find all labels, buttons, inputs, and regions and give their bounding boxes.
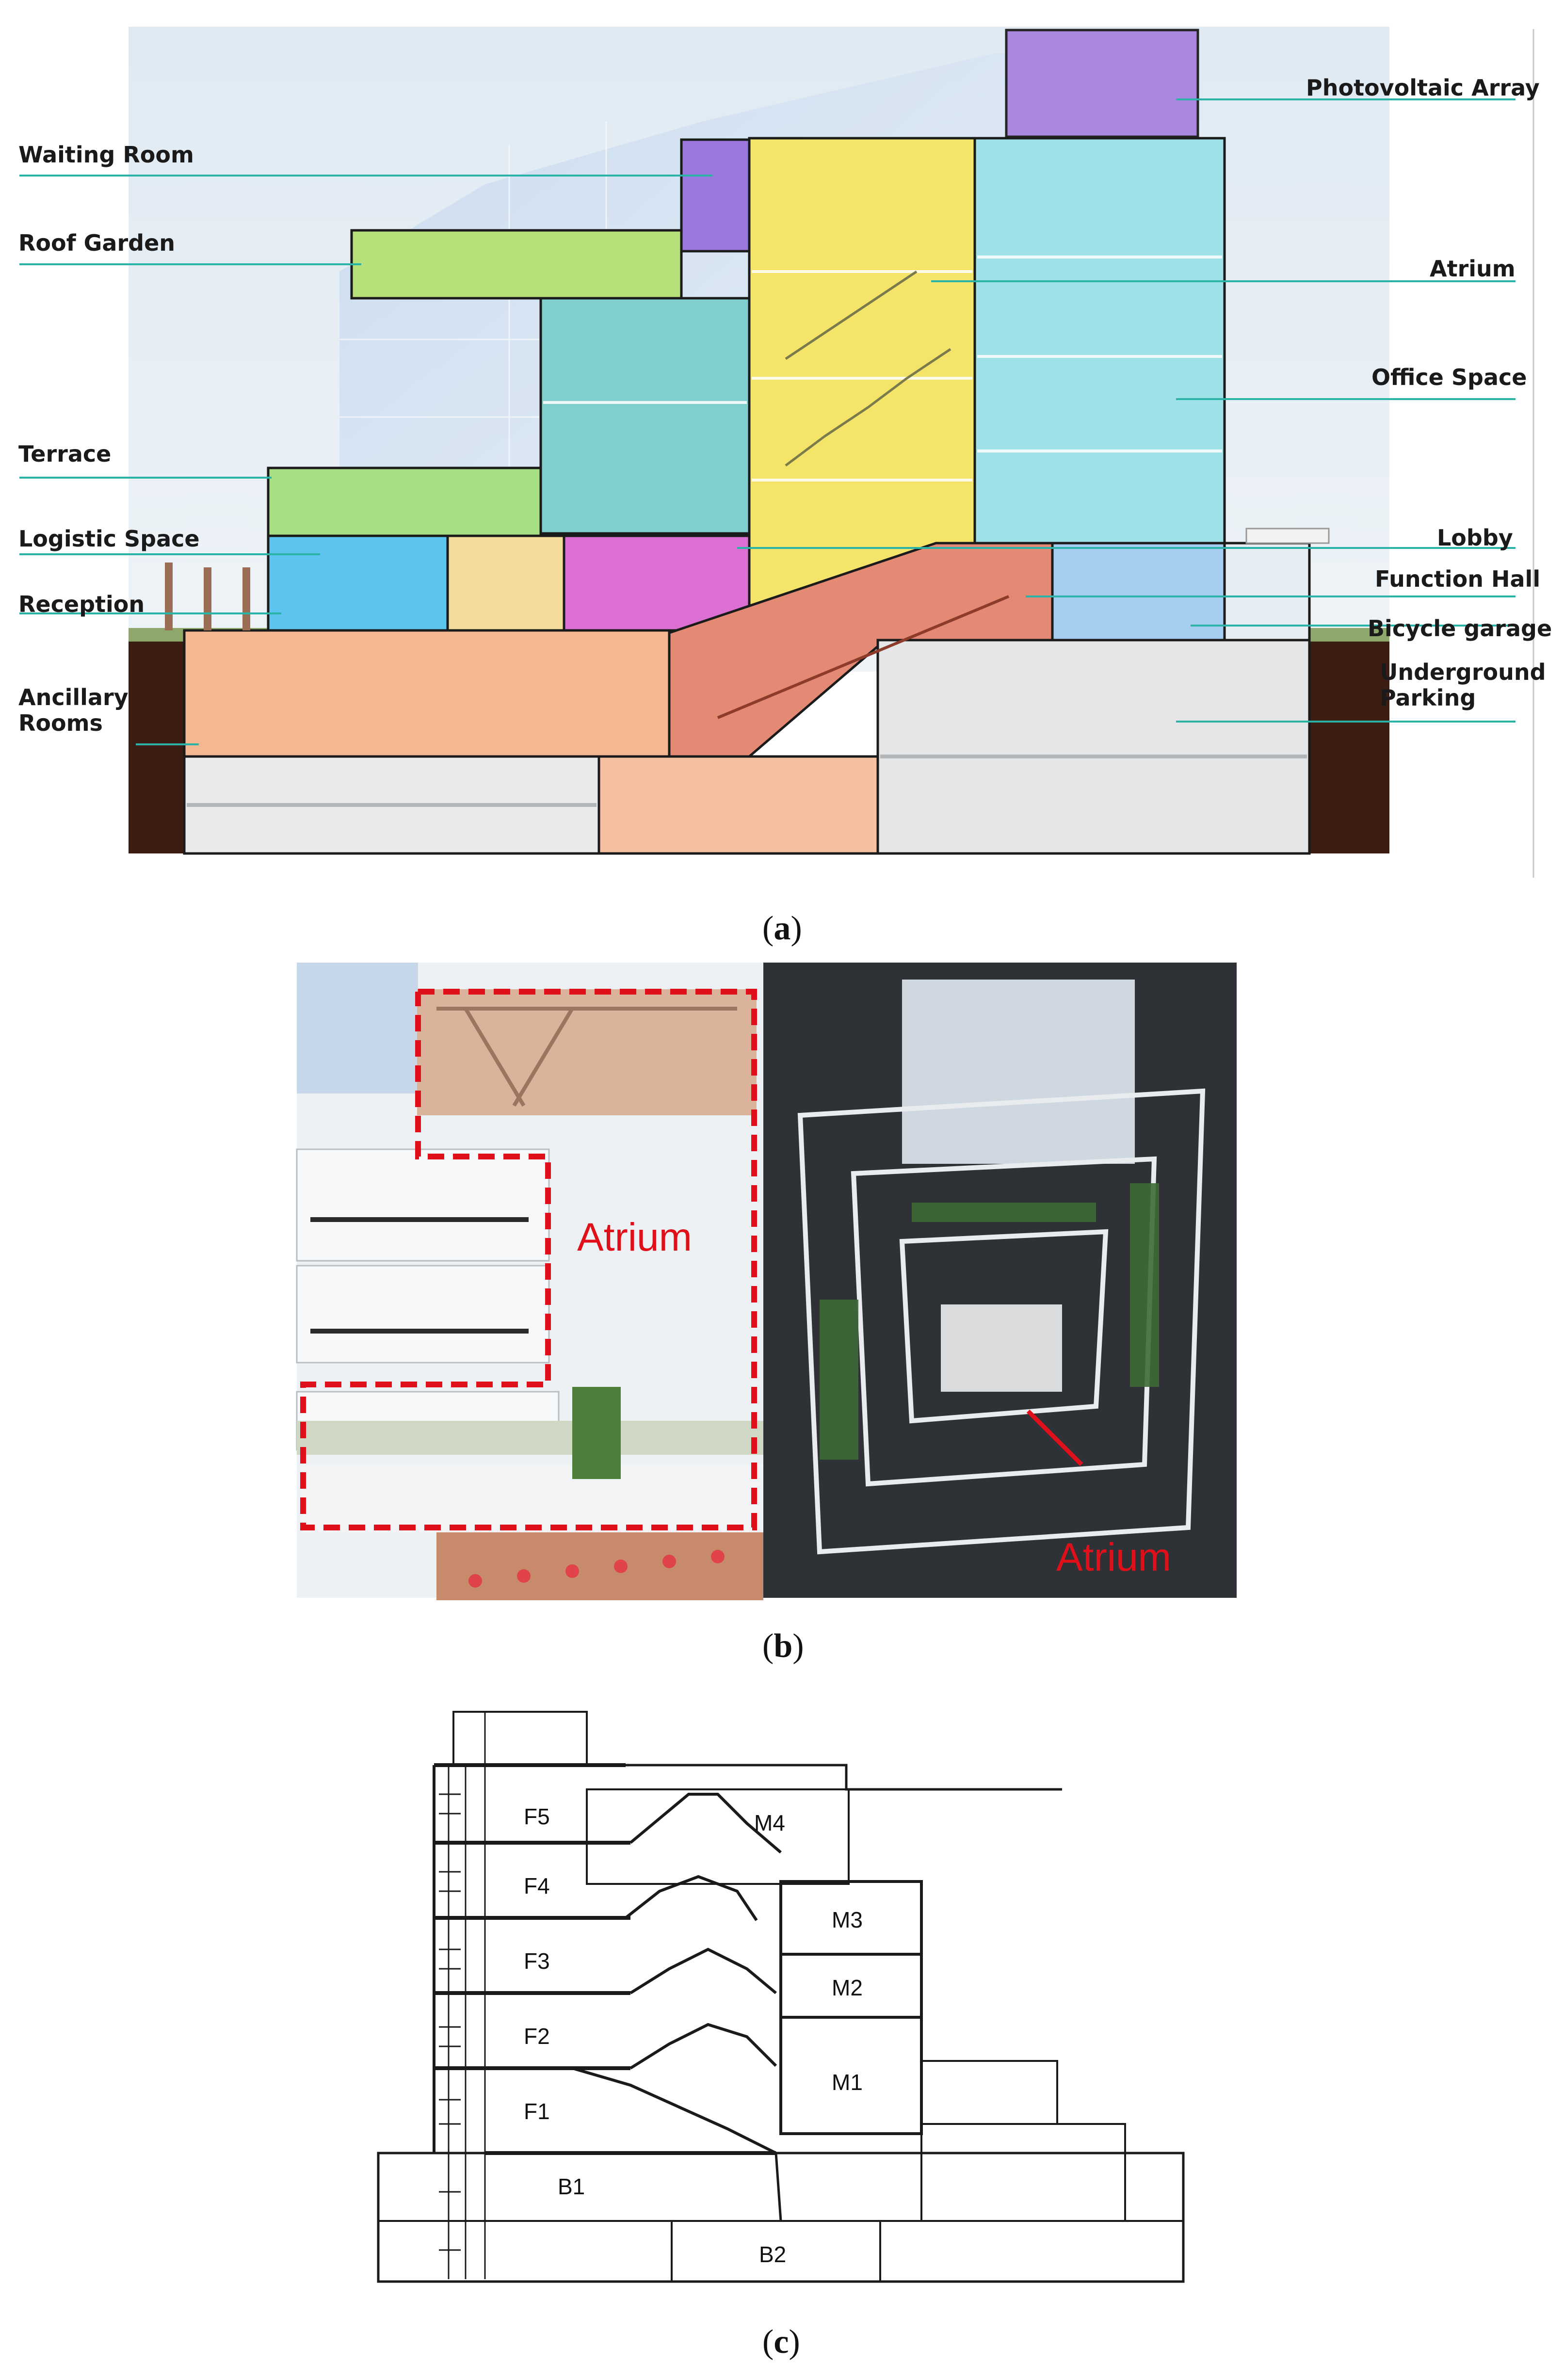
zones: [183, 29, 1311, 855]
floor-label-f4: F4: [524, 1873, 550, 1898]
zone-underground-parking: [876, 639, 1311, 855]
zone-waiting-room: [680, 138, 751, 253]
atrium-outline-left: [300, 989, 757, 1530]
zone-bicycle-garage: [1051, 542, 1226, 642]
zone-reception: [446, 534, 565, 632]
earth-right: [1309, 640, 1389, 853]
panel-a-section-diagram: [19, 27, 1534, 878]
label-bicycle-garage: Bicycle garage: [1368, 615, 1552, 642]
atrium-label-right: Atrium: [1056, 1535, 1171, 1579]
panel-b-atrium-views: [296, 963, 1237, 1600]
label-photovoltaic-array: Photovoltaic Array: [1306, 75, 1540, 101]
panel-c-section-drawing: F5 F4 F3 F2 F1 B1 B2 M4 M3 M2 M1: [377, 1711, 1185, 2283]
leader-lines: [19, 98, 1516, 745]
zone-photovoltaic-array: [1005, 29, 1199, 138]
zone-office-left: [539, 297, 751, 535]
floor-label-m1: M1: [832, 2070, 863, 2095]
label-function-hall: Function Hall: [1375, 566, 1541, 592]
atrium-label-left: Atrium: [577, 1215, 692, 1259]
zone-terrace: [267, 466, 542, 537]
floor-label-m3: M3: [832, 1907, 863, 1932]
zone-logistic-space: [267, 534, 449, 632]
label-atrium: Atrium: [1430, 256, 1516, 282]
label-ancillary-rooms: Ancillary Rooms: [18, 684, 129, 736]
floor-label-f1: F1: [524, 2099, 550, 2124]
floor-label-f5: F5: [524, 1804, 550, 1829]
caption-c: (c): [762, 2323, 800, 2361]
label-lobby: Lobby: [1437, 525, 1513, 551]
label-terrace: Terrace: [18, 441, 112, 467]
label-waiting-room: Waiting Room: [18, 142, 194, 168]
zone-office-right: [973, 137, 1226, 547]
zone-ancillary-rooms: [183, 629, 671, 758]
label-roof-garden: Roof Garden: [18, 230, 176, 256]
earth-left: [129, 640, 184, 853]
label-underground-parking: Underground Parking: [1380, 659, 1546, 711]
floor-label-m4: M4: [754, 1810, 785, 1835]
label-reception: Reception: [18, 591, 145, 617]
label-logistic-space: Logistic Space: [18, 526, 200, 552]
floor-label-m2: M2: [832, 1975, 863, 2000]
floor-label-b1: B1: [558, 2174, 585, 2199]
zone-bicycle-ext: [1223, 542, 1311, 642]
caption-a: (a): [762, 910, 802, 947]
caption-b: (b): [762, 1627, 804, 1665]
floor-label-f3: F3: [524, 1948, 550, 1974]
floor-label-b2: B2: [759, 2242, 786, 2267]
floor-label-f2: F2: [524, 2024, 550, 2049]
label-office-space: Office Space: [1371, 364, 1527, 390]
